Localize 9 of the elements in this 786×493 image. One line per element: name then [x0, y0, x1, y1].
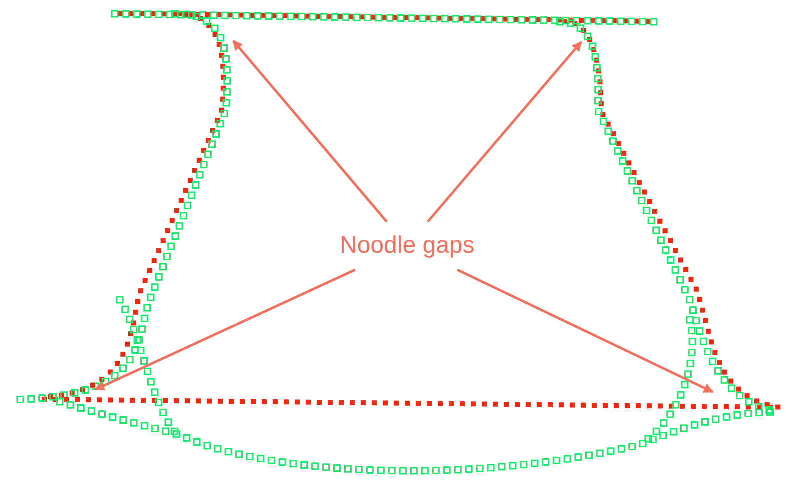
leader-arrow — [426, 41, 582, 223]
leader-arrow — [457, 268, 714, 394]
leader-arrow — [232, 40, 388, 223]
curve-gap — [202, 12, 240, 42]
annotation-text: Noodle gaps — [340, 232, 475, 260]
leader-arrow — [94, 268, 356, 391]
curve-gap — [64, 382, 96, 412]
curve-gap — [576, 17, 606, 42]
curve-gap — [712, 384, 736, 410]
